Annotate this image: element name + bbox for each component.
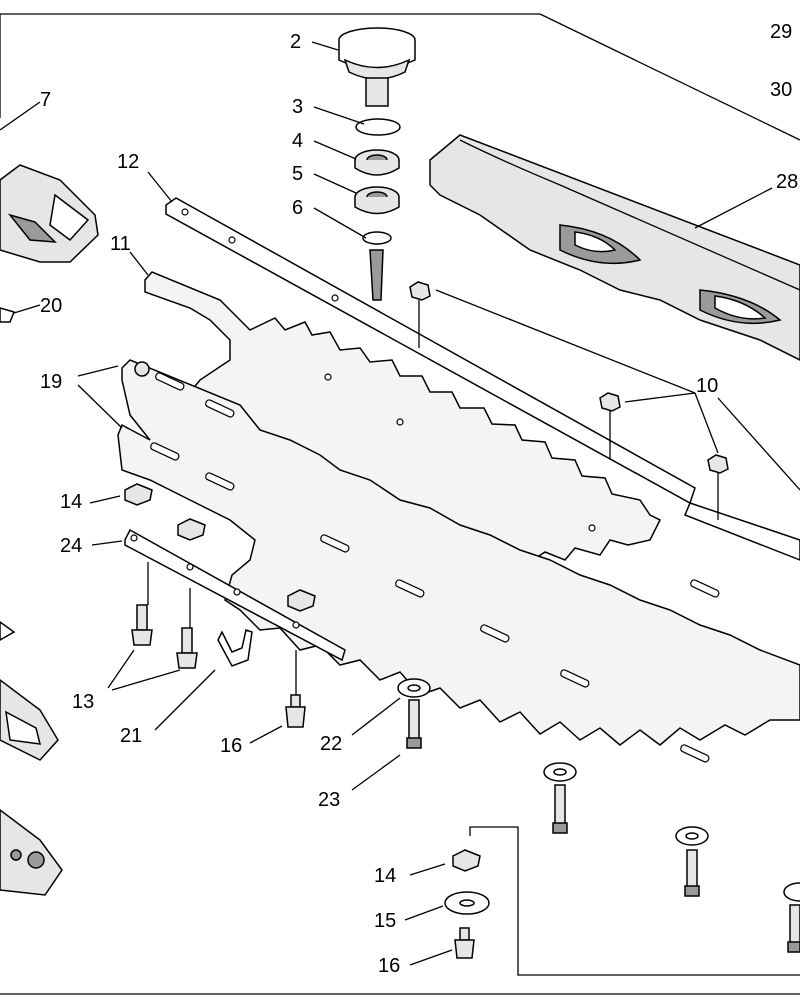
clip-part	[217, 629, 253, 667]
label-19: 19	[40, 371, 62, 393]
label-5: 5	[292, 163, 303, 185]
label-28: 28	[776, 171, 798, 193]
screw-parts	[131, 604, 475, 959]
lower-blade-part	[117, 359, 800, 763]
label-30: 30	[770, 79, 792, 101]
label-7: 7	[40, 89, 51, 111]
label-2: 2	[290, 31, 301, 53]
gear-housing-part	[429, 134, 800, 361]
label-22: 22	[320, 733, 342, 755]
label-16-top: 16	[220, 735, 242, 757]
label-6: 6	[292, 197, 303, 219]
label-11: 11	[110, 233, 131, 255]
label-10: 10	[696, 375, 718, 397]
label-15: 15	[374, 910, 396, 932]
blade-cover-part	[0, 164, 99, 263]
label-14-top: 14	[60, 491, 82, 513]
label-16-bottom: 16	[378, 955, 400, 977]
label-23: 23	[318, 789, 340, 811]
label-4: 4	[292, 130, 303, 152]
drive-stack	[338, 27, 416, 301]
label-12: 12	[117, 151, 139, 173]
spacer-parts	[124, 483, 481, 872]
frame-lines	[0, 13, 800, 995]
label-21: 21	[120, 725, 142, 747]
label-29: 29	[770, 21, 792, 43]
label-24: 24	[60, 535, 82, 557]
strap-plate-part	[165, 197, 800, 561]
label-14-bottom: 14	[374, 865, 396, 887]
lower-left-parts	[0, 307, 63, 896]
label-20: 20	[40, 295, 62, 317]
label-3: 3	[292, 96, 303, 118]
bolt-washer-parts	[397, 678, 800, 953]
leader-lines	[0, 41, 800, 966]
guide-plate-part	[124, 528, 346, 662]
nut-parts	[409, 281, 729, 520]
label-13: 13	[72, 691, 94, 713]
